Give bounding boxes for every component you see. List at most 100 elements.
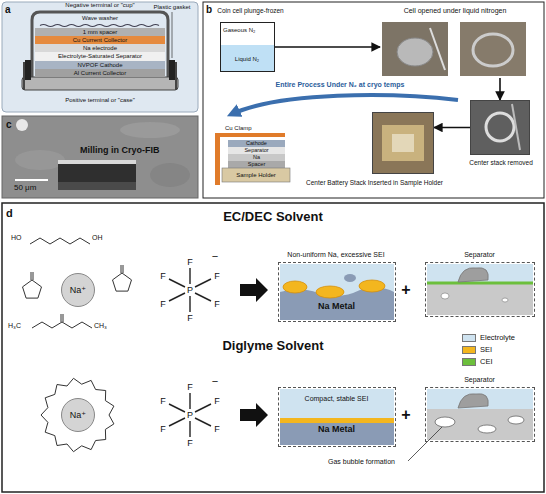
node-subtext: Na Metal bbox=[279, 424, 394, 435]
atom-label: F bbox=[212, 423, 222, 435]
legend-row: CEI bbox=[462, 356, 540, 368]
node-subtext: Gaseous N₂ bbox=[223, 26, 271, 34]
charge-sign: − bbox=[210, 374, 220, 388]
panel-d-art-shape bbox=[427, 389, 533, 440]
panel-d-art-shape bbox=[478, 425, 496, 433]
atom-label: F bbox=[185, 256, 195, 268]
panel-c-art-shape bbox=[58, 160, 136, 190]
panel-a-art-shape bbox=[40, 25, 159, 27]
panel-d-art-shape bbox=[169, 268, 211, 312]
node-text: Separator bbox=[426, 250, 533, 259]
panel-letter: b bbox=[206, 3, 212, 16]
layer-label: Cathode bbox=[228, 140, 285, 147]
node-text: 1 mm spacer bbox=[35, 28, 165, 36]
separator-box: Separator bbox=[425, 262, 535, 317]
panel-c-art-shape bbox=[150, 163, 190, 187]
dewar-step: Coin cell plunge-frozenGaseous N₂Liquid … bbox=[220, 22, 275, 72]
layer-band: Al Current Collector bbox=[35, 69, 165, 77]
layer-band: Electrolyte-Saturated Separator bbox=[35, 52, 165, 61]
node-text: Cell opened under liquid nitrogen bbox=[380, 6, 530, 15]
panel-d-art-shape bbox=[344, 274, 356, 282]
panel-b-art-shape bbox=[222, 168, 290, 182]
panel-d-art-shape bbox=[280, 418, 394, 423]
panel-b-art-shape bbox=[228, 147, 285, 154]
panel-d-art-shape bbox=[427, 409, 533, 440]
ion-circle: Na⁺ bbox=[61, 273, 95, 307]
legend-text: SEI bbox=[480, 344, 492, 356]
anode-box: Non-uniform Na, excessive SEINa Metal bbox=[278, 262, 396, 322]
atom-label: F bbox=[185, 437, 195, 449]
panel-d-art-shape bbox=[280, 264, 394, 320]
ion-circle: Na⁺ bbox=[61, 398, 95, 432]
row-title: Diglyme Solvent bbox=[173, 338, 373, 354]
layer-label: Spacer bbox=[228, 161, 285, 168]
panel-b-art-shape bbox=[228, 154, 285, 161]
panel-b-art-shape bbox=[512, 104, 520, 150]
panel-c-art-shape bbox=[15, 150, 65, 170]
panel-b-art-shape bbox=[382, 125, 424, 161]
panel-b-art-shape bbox=[470, 100, 530, 155]
panel-d-art-shape bbox=[359, 280, 385, 292]
panel-b-art-shape bbox=[215, 133, 285, 137]
legend-row: SEI bbox=[462, 344, 540, 356]
legend: ElectrolyteSEICEI bbox=[462, 332, 540, 368]
panel-letter: a bbox=[5, 3, 11, 16]
panel-d-art-shape bbox=[240, 278, 268, 302]
panel-b-art-shape bbox=[228, 140, 285, 147]
atom-label: F bbox=[158, 298, 168, 310]
atom-label: F bbox=[212, 298, 222, 310]
node-text: Center Battery Stack Inserted in Sample … bbox=[287, 179, 462, 187]
node-text: Na⁺ bbox=[62, 399, 94, 431]
panel-b-art-shape bbox=[486, 113, 514, 141]
atom-label: H₃C bbox=[8, 321, 30, 330]
legend-text: Electrolyte bbox=[480, 332, 515, 344]
panel-a-art bbox=[2, 2, 198, 112]
panel-b-art-shape bbox=[392, 134, 414, 152]
image-caption: Milling in Cryo-FIB bbox=[80, 145, 192, 156]
node-text: Center stack removed bbox=[459, 159, 543, 167]
callout-label: Gas bubble formation bbox=[328, 457, 406, 466]
process-note: Entire Process Under N₂ at cryo temps bbox=[255, 80, 425, 89]
panel-d-art-shape bbox=[427, 264, 533, 315]
panel-b-art-shape bbox=[228, 161, 285, 168]
panel-c-art-shape bbox=[16, 119, 28, 131]
panel-b-art bbox=[203, 2, 544, 198]
node-text: Compact, stable SEI bbox=[279, 394, 394, 403]
panel-c-art-shape bbox=[58, 160, 136, 164]
part-label: Positive terminal or "case" bbox=[50, 96, 150, 104]
row-title: EC/DEC Solvent bbox=[173, 209, 373, 225]
panel-a-art-shape bbox=[169, 60, 175, 80]
panel-d-art-shape bbox=[502, 298, 508, 302]
panel-d-art-shape bbox=[280, 389, 394, 445]
layer-band: Na electrode bbox=[35, 44, 165, 52]
legend-swatch bbox=[462, 346, 476, 354]
panel-d-art-shape bbox=[169, 393, 211, 437]
panel-b-art-shape bbox=[372, 112, 434, 174]
scale-label: 50 μm bbox=[14, 183, 36, 193]
panel-d-art-shape bbox=[427, 282, 533, 285]
anode-box: Compact, stable SEI Na Metal bbox=[278, 387, 396, 447]
node-text: Wave washer bbox=[35, 14, 165, 23]
panel-d-art-shape bbox=[435, 417, 455, 427]
panel-c-art-shape bbox=[58, 182, 136, 190]
panel-letter: d bbox=[6, 206, 13, 220]
node-text: Na electrode bbox=[35, 44, 165, 52]
atom-label: F bbox=[185, 312, 195, 324]
panel-d-art-shape bbox=[458, 394, 488, 408]
layer-band: 1 mm spacer bbox=[35, 28, 165, 36]
node-text: Coin cell plunge-frozen bbox=[213, 7, 288, 15]
panel-d-art-shape bbox=[41, 378, 114, 451]
panel-d-art-shape bbox=[508, 416, 524, 424]
layer-label: Na bbox=[228, 154, 285, 161]
layer-label: Sample Holder bbox=[222, 168, 290, 182]
panel-b-art-shape bbox=[473, 34, 513, 66]
panel-d-art-shape bbox=[240, 403, 268, 427]
node-text: Non-uniform Na, excessive SEI bbox=[271, 250, 401, 259]
atom-label: F bbox=[158, 423, 168, 435]
panel-a-art-shape bbox=[22, 77, 178, 90]
atom-label: P bbox=[185, 284, 195, 296]
legend-swatch bbox=[462, 358, 476, 366]
flow-arrow bbox=[499, 78, 501, 100]
panel-c-art bbox=[2, 116, 198, 198]
